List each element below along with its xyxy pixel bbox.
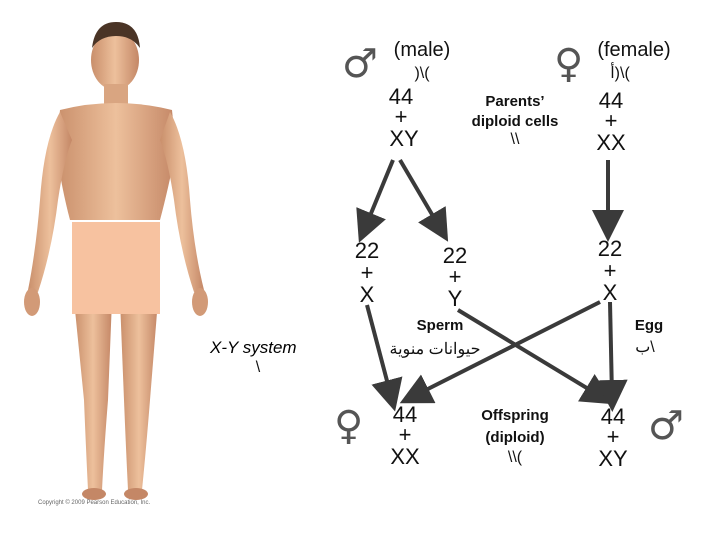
offspring2-plus: +: [606, 424, 620, 449]
arrow-male-to-y: [398, 158, 449, 242]
male-symbol-icon: ♂: [342, 41, 378, 87]
egg-label: Egg: [634, 317, 664, 334]
female-symbol-icon: ♀: [554, 41, 584, 87]
gamete3-plus: +: [603, 258, 617, 283]
male-plus: +: [394, 104, 408, 129]
male-xy: XY: [389, 126, 419, 151]
arrow-y-to-o2: [456, 308, 614, 405]
gamete1-x: X: [359, 282, 375, 307]
offspring-label-1: Offspring: [481, 407, 549, 424]
gamete2-plus: +: [448, 264, 462, 289]
gamete1-22: 22: [354, 238, 380, 263]
offspring1-xx: XX: [390, 444, 420, 469]
egg-label-ar: ب\: [635, 339, 655, 356]
offspring1-female-symbol-icon: ♀: [334, 403, 364, 449]
sperm-label-ar: حيوانات منوية: [389, 341, 481, 358]
female-44: 44: [598, 88, 624, 113]
gamete2-22: 22: [442, 243, 468, 268]
arrow-x-to-o1: [365, 304, 403, 412]
offspring1-44: 44: [392, 402, 418, 427]
male-44: 44: [388, 84, 414, 109]
gamete1-plus: +: [360, 260, 374, 285]
male-title-ar: )\(: [414, 65, 430, 82]
female-title: (female): [597, 39, 671, 61]
xy-system-label-ar: \: [255, 359, 261, 376]
parents-label-1: Parents’: [485, 93, 545, 110]
offspring-label-3: \\(: [507, 449, 523, 466]
offspring2-xy: XY: [598, 446, 628, 471]
arrow-female-x-to-o2: [595, 301, 628, 412]
female-title-ar: أ)\(: [610, 65, 630, 82]
arrow-male-to-x: [356, 159, 395, 243]
human-figure: [24, 22, 208, 500]
female-plus: +: [604, 108, 618, 133]
arrow-female-x-to-o1: [399, 300, 601, 404]
offspring2-44: 44: [600, 404, 626, 429]
offspring1-plus: +: [398, 422, 412, 447]
copyright-text: Copyright © 2009 Pearson Education, Inc.: [38, 500, 151, 506]
female-xx: XX: [596, 130, 626, 155]
xy-system-label: X-Y system: [210, 338, 297, 357]
offspring2-male-symbol-icon: ♂: [648, 403, 684, 449]
offspring-label-2: (diploid): [485, 429, 545, 446]
gamete3-x: X: [602, 280, 618, 305]
parents-label-2: diploid cells: [471, 113, 559, 130]
parents-label-3: \\: [510, 131, 520, 148]
gamete2-y: Y: [447, 286, 463, 311]
sperm-label: Sperm: [416, 317, 464, 334]
male-title: (male): [393, 39, 451, 61]
gamete3-22: 22: [597, 236, 623, 261]
